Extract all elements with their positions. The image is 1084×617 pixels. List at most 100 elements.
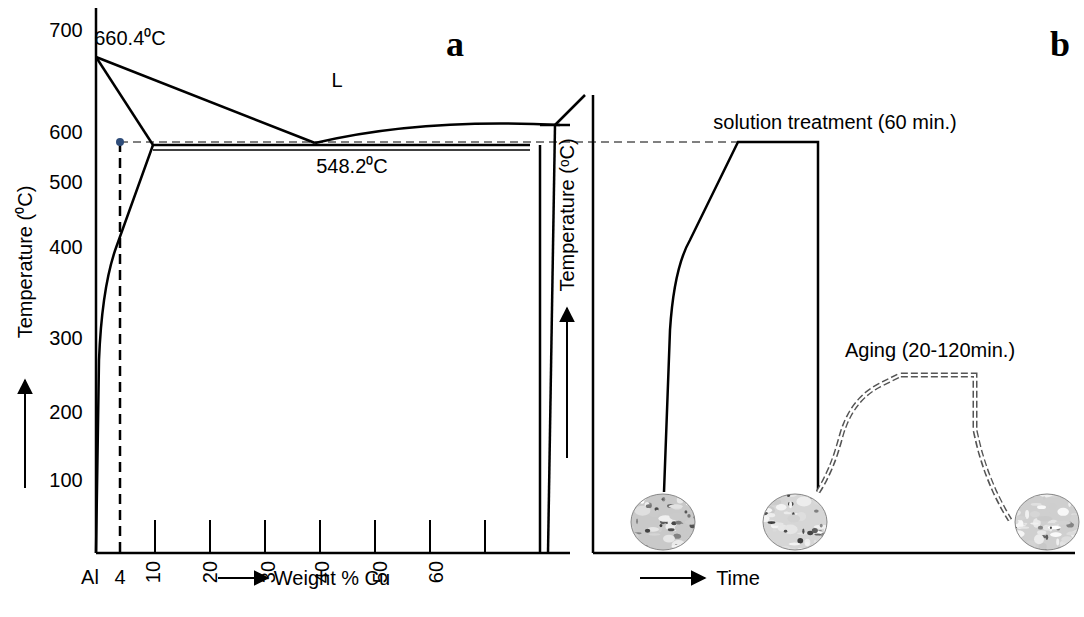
axis-tick-label: 20 [199, 561, 221, 583]
micrograph-grain [690, 547, 703, 552]
eutectic-line [153, 149, 530, 151]
x-tick [264, 520, 266, 553]
micrograph [1005, 488, 1083, 554]
micrograph-grain [1024, 523, 1027, 525]
phase-lines [96, 8, 1075, 553]
theta-phase-line [548, 125, 555, 553]
process-label: Aging (20-120min.) [845, 339, 1015, 361]
micrograph-grain [1038, 526, 1043, 530]
x-tick [484, 520, 486, 553]
micrograph-grain [1025, 492, 1038, 497]
micrograph-grain [1037, 516, 1053, 521]
micrograph-grain [1021, 546, 1024, 554]
axis-arrows [25, 308, 705, 578]
axis-arrow [566, 308, 568, 458]
micrograph-ground [1013, 492, 1081, 552]
x-tick [374, 520, 376, 553]
micrograph-grain [1071, 495, 1076, 503]
solidus-line [96, 57, 153, 145]
micrograph-grain [668, 528, 675, 531]
micrograph-grain [768, 521, 776, 524]
micrograph-grain [636, 519, 638, 525]
micrograph-grain [675, 523, 687, 532]
micrograph-grain [787, 515, 800, 523]
micrograph-grain [669, 504, 683, 508]
axis-tick-label: 400 [49, 236, 82, 258]
micrograph-ground [761, 492, 829, 552]
micrograph-grain [1009, 534, 1017, 537]
micrograph-grain [677, 490, 683, 496]
micrograph [628, 490, 703, 553]
micrograph-grain [649, 533, 661, 535]
micrograph-grain [804, 539, 810, 546]
micrograph-grain [1043, 496, 1046, 499]
x-ticks [155, 520, 540, 553]
axis-tick-label: 500 [49, 171, 82, 193]
micrograph-grain [810, 489, 825, 497]
micrograph-grain [814, 509, 819, 512]
axis-tick-label: Al [81, 566, 99, 588]
axis-tick-label: 10 [142, 561, 164, 583]
micrograph-grain [767, 513, 775, 517]
micrograph-grain [685, 519, 699, 524]
micrograph [755, 489, 832, 555]
micrograph-grain [807, 548, 819, 552]
micrograph-rim [631, 494, 695, 550]
micrograph-grain [675, 521, 681, 525]
micrograph-grain [1012, 502, 1015, 508]
micrograph-grain [802, 528, 804, 534]
micrograph-grain [1018, 501, 1023, 503]
micrograph-grain [1005, 509, 1020, 516]
micrograph-grain [1049, 503, 1057, 510]
micrograph-grain [789, 501, 792, 508]
heat-treatment-curve [664, 142, 818, 492]
axis-tick-label: 100 [49, 469, 82, 491]
micrograph-rim [1015, 494, 1079, 550]
phase-label: L [331, 69, 342, 91]
axis-tick-label: 200 [49, 401, 82, 423]
micrograph-grain [1031, 503, 1042, 506]
axis-title: Temperature (ᵒC) [556, 138, 578, 291]
micrograph-grain [765, 540, 771, 544]
micrograph-grain [789, 543, 801, 546]
micrograph-grain [1039, 488, 1054, 497]
micrograph-grain [681, 545, 688, 550]
micrograph-grain [658, 523, 662, 532]
micrograph-grain [679, 547, 684, 550]
micrograph-grain [630, 548, 645, 550]
micrograph-grain [1075, 497, 1080, 506]
axis-tick-label: 700 [49, 19, 82, 41]
micrograph-grain [765, 491, 781, 497]
temperature-value: 660.4⁰C [94, 27, 166, 49]
theta-phase-line [539, 145, 542, 553]
micrograph-grain [783, 525, 798, 535]
process-label: solution treatment (60 min.) [713, 111, 956, 133]
micrograph-grain [1030, 511, 1040, 517]
micrograph-grain [1026, 548, 1029, 551]
x-tick [539, 520, 541, 553]
micrograph-grain [1057, 508, 1069, 516]
micrograph-grain [684, 510, 687, 513]
micrograph-grain [1056, 539, 1059, 546]
x-tick [429, 520, 431, 553]
x-tick [154, 520, 156, 553]
micrograph-grain [631, 492, 634, 497]
micrograph-grain [1046, 535, 1049, 540]
micrograph-grain [773, 529, 777, 531]
axis-title: Temperature (⁰C) [14, 186, 36, 339]
micrograph-grain [1046, 523, 1058, 526]
micrograph-grain [662, 497, 665, 501]
aging-curve [818, 375, 1010, 520]
micrograph-grain [807, 491, 823, 495]
micrograph-grain [689, 543, 697, 546]
micrograph-grain [628, 541, 633, 551]
micrograph-grain [1012, 520, 1015, 526]
guide-line [120, 142, 740, 143]
micrograph-grain [812, 528, 818, 533]
micrograph-grain [692, 549, 696, 551]
axis-title: Time [716, 567, 760, 589]
micrograph-grain [805, 542, 810, 546]
aging-curve [818, 375, 1010, 520]
micrograph-grain [663, 535, 675, 543]
panel-letter: a [446, 25, 464, 65]
